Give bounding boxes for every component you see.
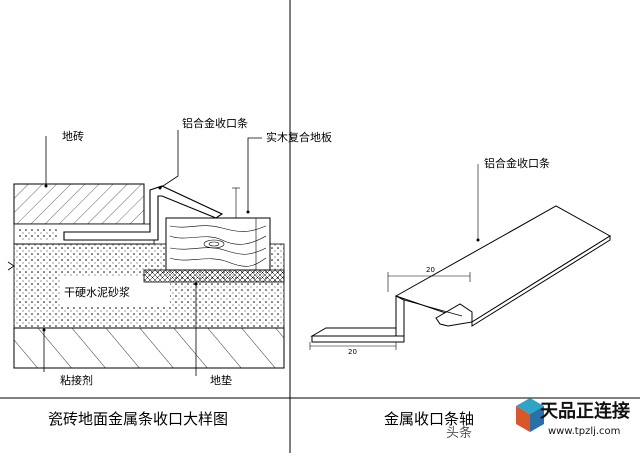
aluminum-strip-profile [63,185,224,241]
label-underlay: 地垫 [210,374,232,387]
label-aluminum-strip-right: 铝合金收口条 [484,157,550,170]
wood-floor-layer [165,217,271,271]
label-adhesive: 粘接剂 [60,374,93,387]
label-floor-tile: 地砖 [62,130,84,143]
aluminum-strip-axonometric [310,205,611,343]
watermark-logo-cube-icon [516,398,544,432]
leader-lines [43,130,262,376]
dim-bottom: 20 [348,348,357,356]
watermark-source: 头条 [446,426,473,441]
label-wood-floor: 实木复合地板 [266,131,332,144]
dim-top: 20 [426,266,435,274]
watermark-logo-text: 天品正连接 [540,401,630,422]
concrete-slab [13,327,285,369]
right-caption: 金属收口条轴 [384,410,475,428]
floor-tile-layer [13,183,145,225]
underlay-layer [143,269,285,283]
left-caption: 瓷砖地面金属条收口大样图 [48,410,229,428]
label-dry-mortar: 干硬水泥砂浆 [64,286,130,299]
tile-transition-section [7,130,285,376]
label-aluminum-strip: 铝合金收口条 [182,117,248,130]
watermark-logo-url: www.tpzlj.com [548,426,621,437]
axonometric-dimensions [309,164,479,350]
strip-lower-flange [311,335,405,343]
